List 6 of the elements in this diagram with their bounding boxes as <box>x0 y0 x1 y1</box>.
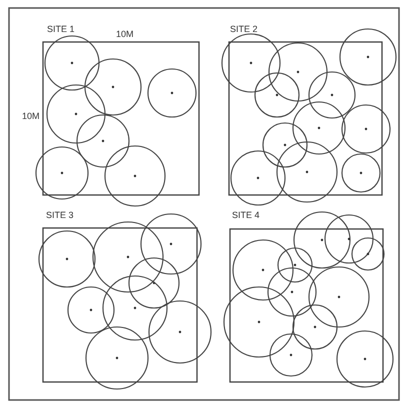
site-label: SITE 3 <box>46 210 74 220</box>
site-label: SITE 4 <box>232 210 260 220</box>
site-label: SITE 2 <box>230 24 258 34</box>
dimension-label: 10M <box>22 111 40 121</box>
site-label: SITE 1 <box>47 24 75 34</box>
dimension-label: 10M <box>116 29 134 39</box>
